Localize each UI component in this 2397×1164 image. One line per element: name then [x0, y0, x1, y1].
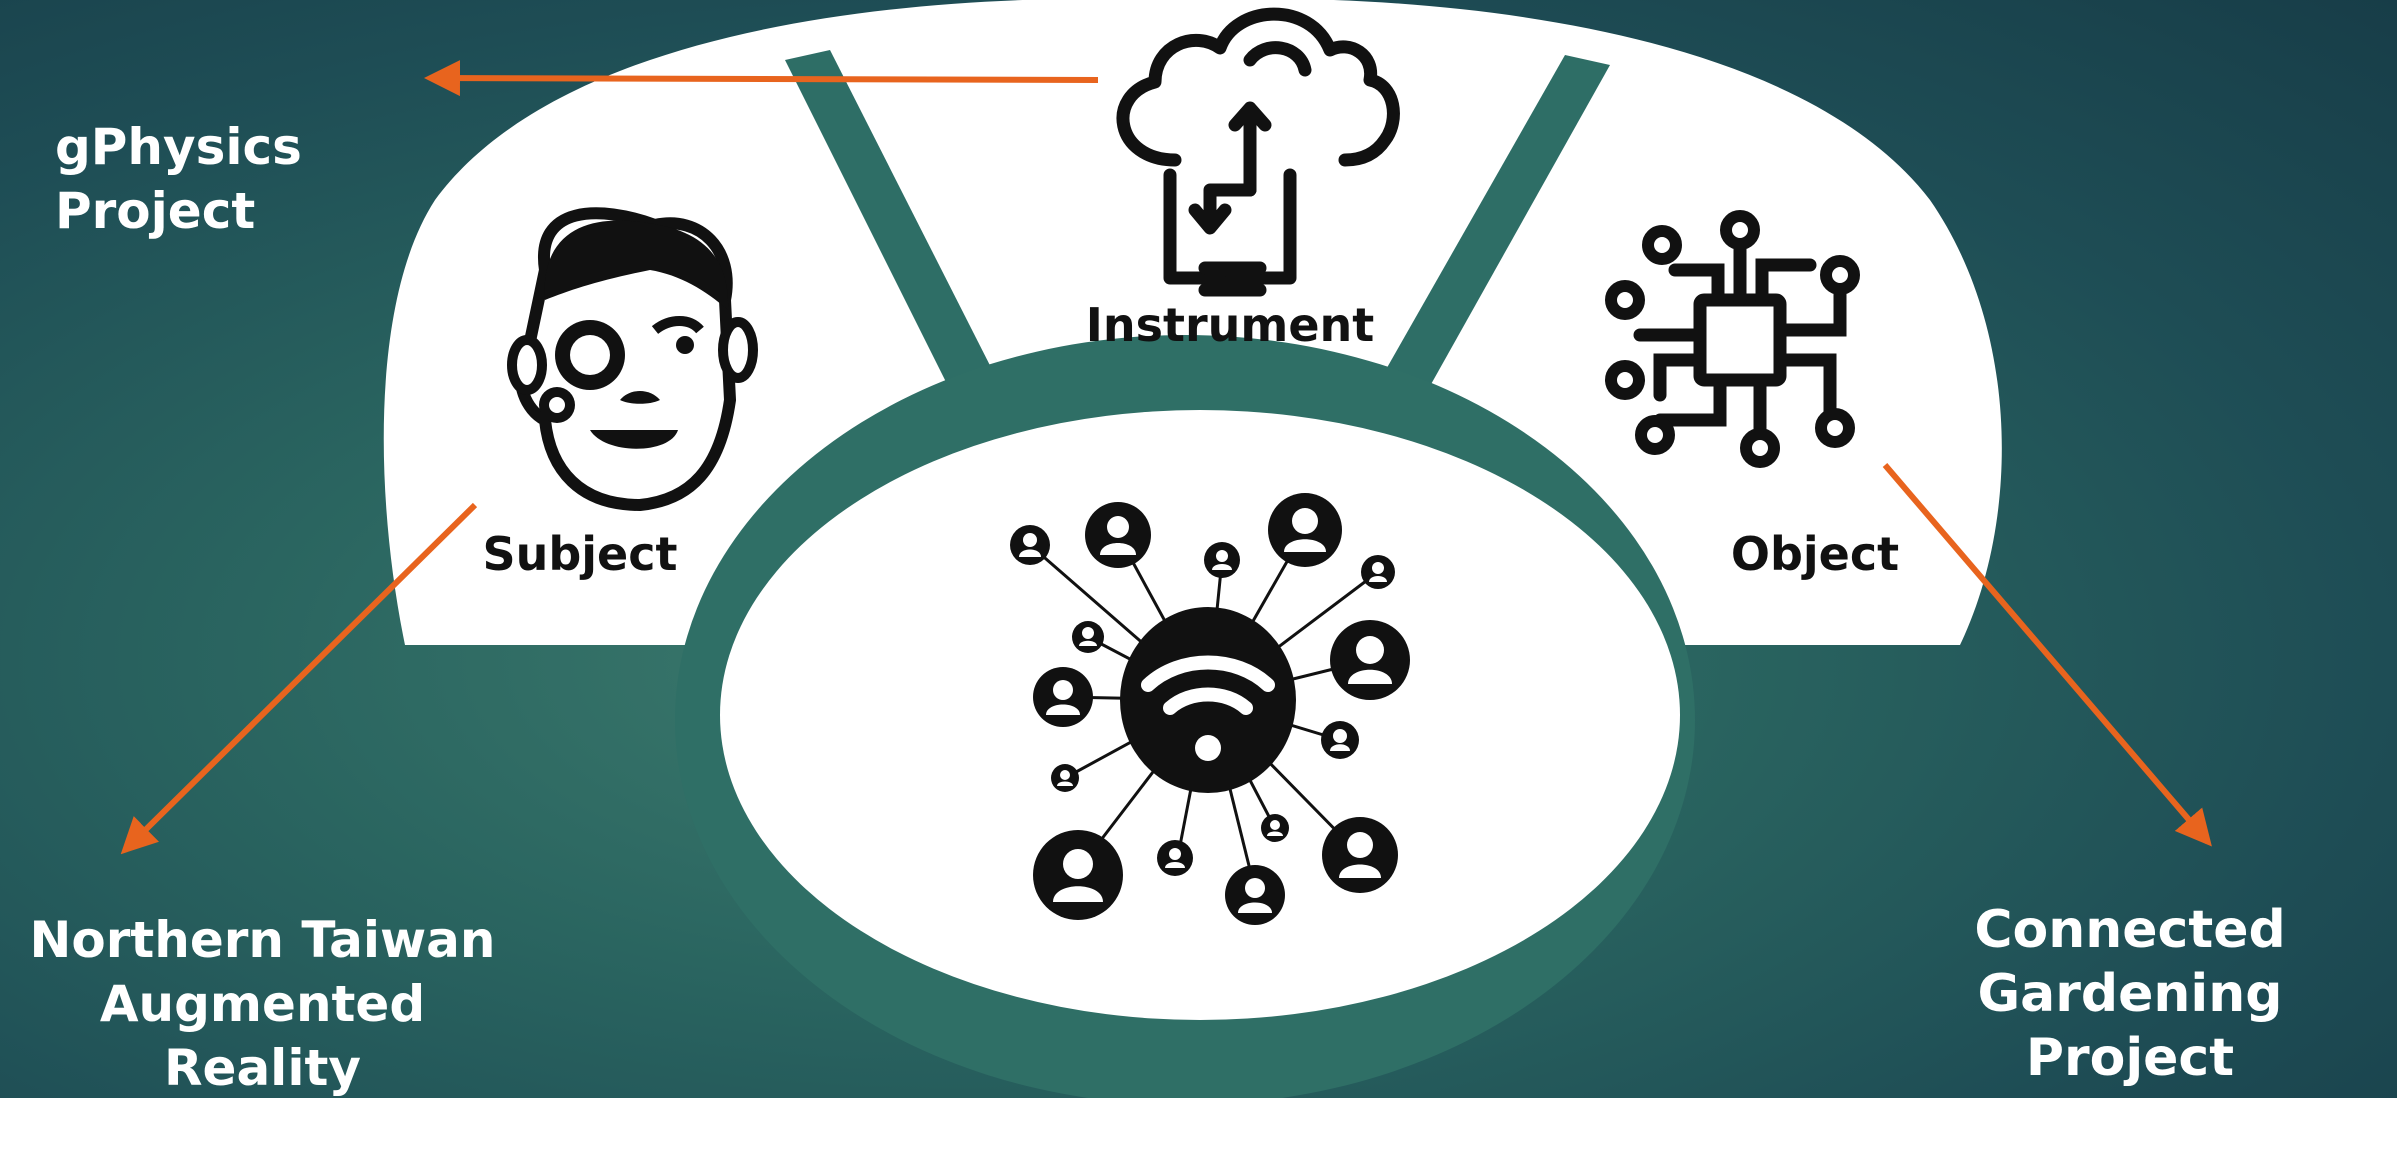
segment-label-instrument: Instrument	[1085, 298, 1375, 352]
arrow-subject-to-northern-taiwan	[120, 502, 478, 855]
project-label-line: Connected	[1974, 900, 2286, 960]
arrow-instrument-to-gphysics	[424, 60, 1099, 97]
arrow-object-to-connected-gardening	[1882, 463, 2212, 847]
cloud-upload-download-icon	[1116, 7, 1400, 297]
project-label-line: Gardening Project	[1977, 964, 2283, 1088]
circuit-node-dots	[1605, 210, 1860, 468]
slide-background: Instrument Subject Object gPhysics Proje…	[0, 0, 2397, 1098]
project-label-line: Augmented Reality	[99, 975, 426, 1097]
project-label-northern-taiwan: Northern Taiwan Augmented Reality Based …	[0, 908, 525, 1164]
project-label-connected-gardening: Connected Gardening Project	[1880, 898, 2380, 1090]
wifi-network-people-icon	[1010, 493, 1410, 925]
segment-label-subject: Subject	[482, 527, 678, 581]
connector-arrows	[120, 60, 2212, 855]
segment-label-object: Object	[1730, 527, 1900, 581]
project-label-line: Northern Taiwan	[29, 911, 496, 969]
activity-diagram	[120, 7, 2212, 1098]
project-label-line: Based Project	[68, 1103, 457, 1161]
network-person-nodes	[1010, 493, 1410, 925]
person-with-gears-icon	[507, 207, 758, 512]
separator-left	[785, 50, 1005, 410]
project-label-gphysics: gPhysics Project	[55, 118, 302, 240]
separator-right	[1380, 55, 1610, 395]
